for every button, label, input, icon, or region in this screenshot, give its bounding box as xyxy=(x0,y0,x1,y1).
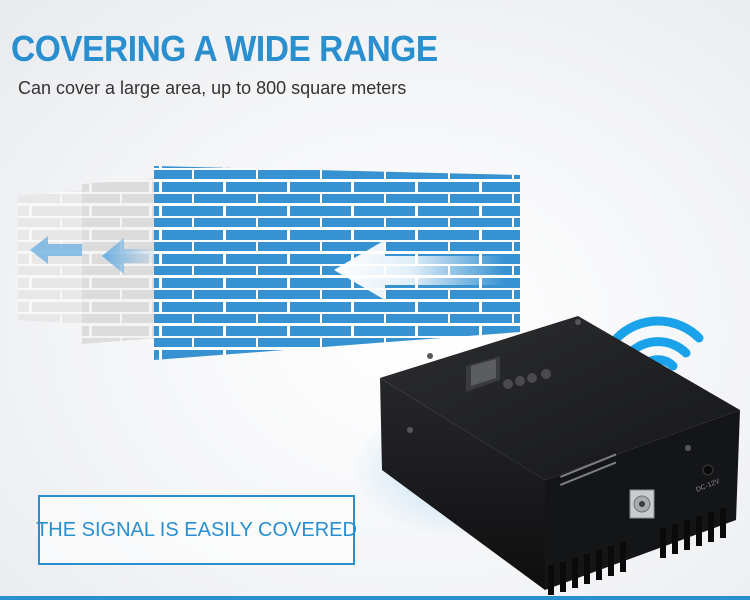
left-arrow-icon xyxy=(102,238,160,274)
back-wall xyxy=(18,190,86,324)
left-arrow-icon xyxy=(30,236,84,264)
bottom-divider xyxy=(0,596,750,600)
front-wall xyxy=(154,166,520,360)
signal-callout: THE SIGNAL IS EASILY COVERED xyxy=(36,495,357,565)
left-arrow-icon xyxy=(334,240,505,300)
booster-device: DC-12V xyxy=(350,316,740,595)
headline: COVERING A WIDE RANGE xyxy=(11,28,438,69)
subline: Can cover a large area, up to 800 square… xyxy=(18,78,407,98)
signal-callout-text: THE SIGNAL IS EASILY COVERED xyxy=(36,518,357,541)
middle-wall xyxy=(82,178,160,344)
